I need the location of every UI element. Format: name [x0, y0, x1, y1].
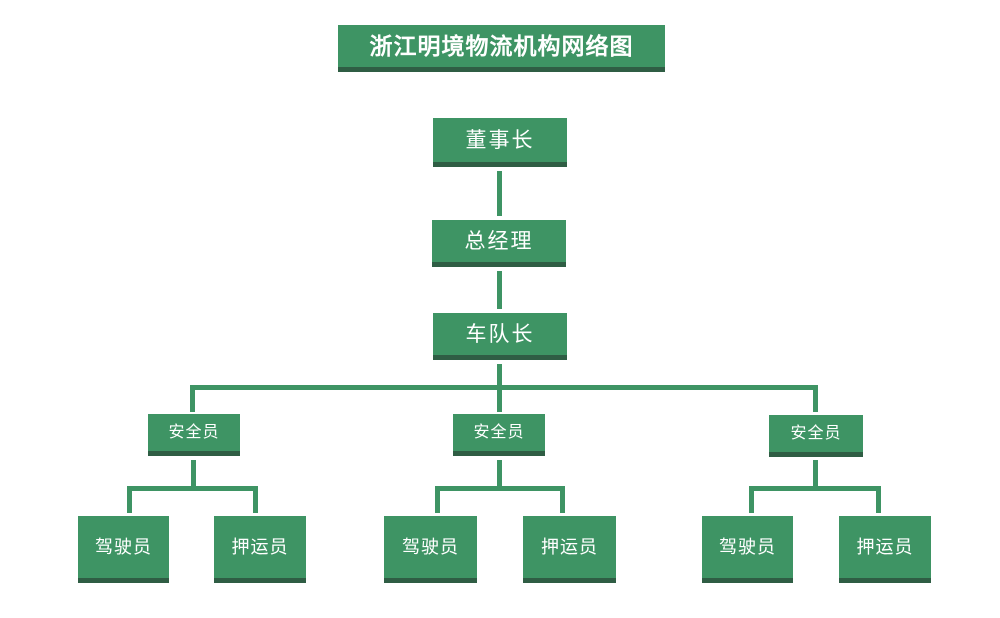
connector-drop-safety-3 — [813, 390, 818, 412]
connector-safety2-stem — [497, 460, 502, 486]
node-safety-officer-2: 安全员 — [453, 414, 545, 456]
connector-gm-fleet — [497, 271, 502, 309]
node-chairman: 董事长 — [433, 118, 567, 167]
connector-chairman-gm — [497, 171, 502, 216]
connector-drop-driver-1 — [127, 491, 132, 513]
connector-fleet-crossbar — [190, 385, 818, 390]
connector-safety1-crossbar — [127, 486, 258, 491]
connector-drop-driver-3 — [749, 491, 754, 513]
node-general-manager: 总经理 — [432, 220, 566, 267]
connector-safety3-stem — [813, 460, 818, 486]
connector-drop-driver-2 — [435, 491, 440, 513]
node-driver-2: 驾驶员 — [384, 516, 477, 583]
node-escort-2: 押运员 — [523, 516, 616, 583]
node-escort-1: 押运员 — [214, 516, 306, 583]
connector-safety2-crossbar — [435, 486, 565, 491]
node-driver-3: 驾驶员 — [702, 516, 793, 583]
node-safety-officer-3: 安全员 — [769, 415, 863, 457]
node-driver-1: 驾驶员 — [78, 516, 169, 583]
connector-drop-safety-2 — [497, 390, 502, 412]
connector-fleet-stem — [497, 364, 502, 385]
chart-title: 浙江明境物流机构网络图 — [338, 25, 665, 72]
node-escort-3: 押运员 — [839, 516, 931, 583]
connector-drop-escort-3 — [876, 491, 881, 513]
connector-drop-escort-1 — [253, 491, 258, 513]
connector-drop-safety-1 — [190, 390, 195, 412]
connector-safety3-crossbar — [749, 486, 881, 491]
connector-drop-escort-2 — [560, 491, 565, 513]
connector-safety1-stem — [191, 460, 196, 486]
node-fleet-captain: 车队长 — [433, 313, 567, 360]
node-safety-officer-1: 安全员 — [148, 414, 240, 456]
